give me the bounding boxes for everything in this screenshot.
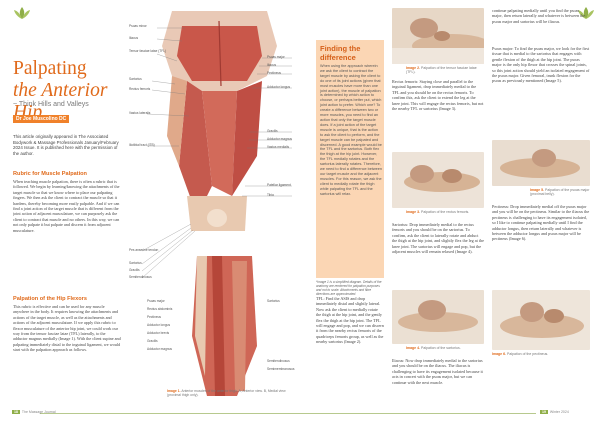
image4-caption-text: Palpation of the sartorius. <box>421 346 461 350</box>
image6-caption-label: Image 6. <box>492 352 507 356</box>
anatomy-label: Psoas major <box>147 299 166 303</box>
anatomy-label: Vastus medialis <box>267 145 289 149</box>
anatomy-label: Semitendinosus <box>267 359 290 363</box>
anatomy-label: Tensor fasciae latae (TFL) <box>129 49 166 53</box>
footer-publication: The Massage Journal <box>21 410 56 414</box>
image3-caption: Image 3. Palpation of the rectus femoris… <box>406 210 486 214</box>
anatomy-label: Sartorius <box>129 77 142 81</box>
anatomy-label: Iliotibial tract (ITB) <box>129 143 155 147</box>
image5-caption: Image 5. Palpation of the psoas major (p… <box>530 188 590 197</box>
anatomy-label: Gracilis <box>147 339 158 343</box>
anatomy-label: Patellar ligament <box>267 183 291 187</box>
article-subtitle: ~ Think Hills and Valleys <box>13 101 89 108</box>
intro-note: This article originally appeared in The … <box>13 134 119 156</box>
psoas-major-paragraph: Psoas major: To find the psoas major, we… <box>492 46 590 84</box>
photo-rectus-femoris-palpation <box>392 152 484 208</box>
title-line-2: the <box>13 80 37 101</box>
photo-tfl-palpation <box>392 8 484 64</box>
anatomy-label: Semimembranosus <box>267 367 295 371</box>
author-badge: Dr Joe Muscolino DC <box>13 115 70 123</box>
anatomy-label: Iliacus <box>267 63 276 67</box>
footnote: *Image 1 is a simplified diagram. Detail… <box>316 280 382 296</box>
sidebar-title: Finding the difference <box>320 44 361 62</box>
footer-issue: Winter 2024 <box>549 410 569 414</box>
anatomy-label: Adductor brevis <box>147 331 170 335</box>
tfl-paragraph: TFL: Find the ASIS and drop immediately … <box>316 296 384 345</box>
pectineus-paragraph: Pectineus: Drop immediately medial off t… <box>492 204 590 242</box>
rectus-femoris-paragraph: Rectus femoris: Staying close and parall… <box>392 79 484 112</box>
image3-caption-label: Image 3. <box>406 210 421 214</box>
iliacus-continued-paragraph: continue palpating medially until you fi… <box>492 8 586 24</box>
anatomy-illustration: Psoas minor Iliacus Tensor fasciae latae… <box>127 6 313 406</box>
photo-psoas-palpation <box>492 140 590 186</box>
anatomy-label: Sartorius <box>129 261 142 265</box>
anatomy-label: Adductor magnus <box>147 347 172 351</box>
sidebar-box <box>316 40 384 278</box>
sartorius-paragraph: Sartorius: Drop immediately medial to th… <box>392 222 484 255</box>
anatomy-label: Pes anserine tendon <box>129 248 158 252</box>
anatomy-label: Pectineus <box>267 71 281 75</box>
section-text-hip-flexors: This rubric is effective and can be used… <box>13 304 121 353</box>
anatomy-label: Pectineus <box>147 315 161 319</box>
image5-caption-label: Image 5. <box>530 188 545 192</box>
anatomy-label: Psoas minor <box>129 24 148 28</box>
section-heading-hip-flexors: Palpation of the Hip Flexors <box>13 296 87 302</box>
lotus-logo-icon <box>578 7 594 19</box>
image4-caption: Image 4. Palpation of the sartorius. <box>406 346 486 350</box>
anatomy-label: Tibia <box>267 193 274 197</box>
figure-caption-label: Image 1. <box>167 389 181 393</box>
anatomy-label: Rectus femoris <box>129 87 151 91</box>
photo-pectineus-palpation <box>492 290 590 350</box>
anatomy-label: Rectus abdominis <box>147 307 173 311</box>
image3-caption-text: Palpation of the rectus femoris. <box>421 210 470 214</box>
image5-caption-text: Palpation of the psoas major (proximal b… <box>530 188 590 197</box>
anatomy-label: Adductor longus <box>147 323 170 327</box>
sidebar-text: When using the approach wherein we ask t… <box>320 64 382 196</box>
anatomy-label: Semitendinosus <box>129 275 152 279</box>
image6-caption: Image 6. Palpation of the pectineus. <box>492 352 590 356</box>
iliacus-paragraph: Iliacus: Now drop immediately medial to … <box>392 358 483 385</box>
anatomy-label: Gracilis <box>267 129 278 133</box>
anatomy-label: Adductor longus <box>267 85 290 89</box>
page-number: 19 <box>540 410 548 414</box>
anatomy-label: Gracilis <box>129 268 140 272</box>
anatomy-label: Vastus lateralis <box>129 111 151 115</box>
footer-rule <box>300 413 536 414</box>
anatomy-label: Psoas major <box>267 55 286 59</box>
image2-caption-label: Image 2. <box>406 66 421 70</box>
page-number: 18 <box>12 410 20 414</box>
footer-rule <box>40 413 300 414</box>
photo-sartorius-palpation <box>392 290 484 344</box>
image4-caption-label: Image 4. <box>406 346 421 350</box>
image2-caption-text: Palpation of the tensor fasciae latae (T… <box>406 66 477 75</box>
title-line-1: Palpating <box>13 58 87 79</box>
anatomy-label: Iliacus <box>129 36 138 40</box>
image6-caption-text: Palpation of the pectineus. <box>507 352 549 356</box>
anatomy-label: Adductor magnus <box>267 137 292 141</box>
lotus-logo-icon <box>14 7 30 19</box>
section-text-rubric: When teaching muscle palpation, there is… <box>13 179 120 233</box>
anatomy-label: Sartorius <box>267 299 280 303</box>
figure-caption-text: Anterior muscles of the anterior thigh. … <box>167 389 286 398</box>
section-heading-rubric: Rubric for Muscle Palpation <box>13 171 87 177</box>
image2-caption: Image 2. Palpation of the tensor fasciae… <box>406 66 486 75</box>
